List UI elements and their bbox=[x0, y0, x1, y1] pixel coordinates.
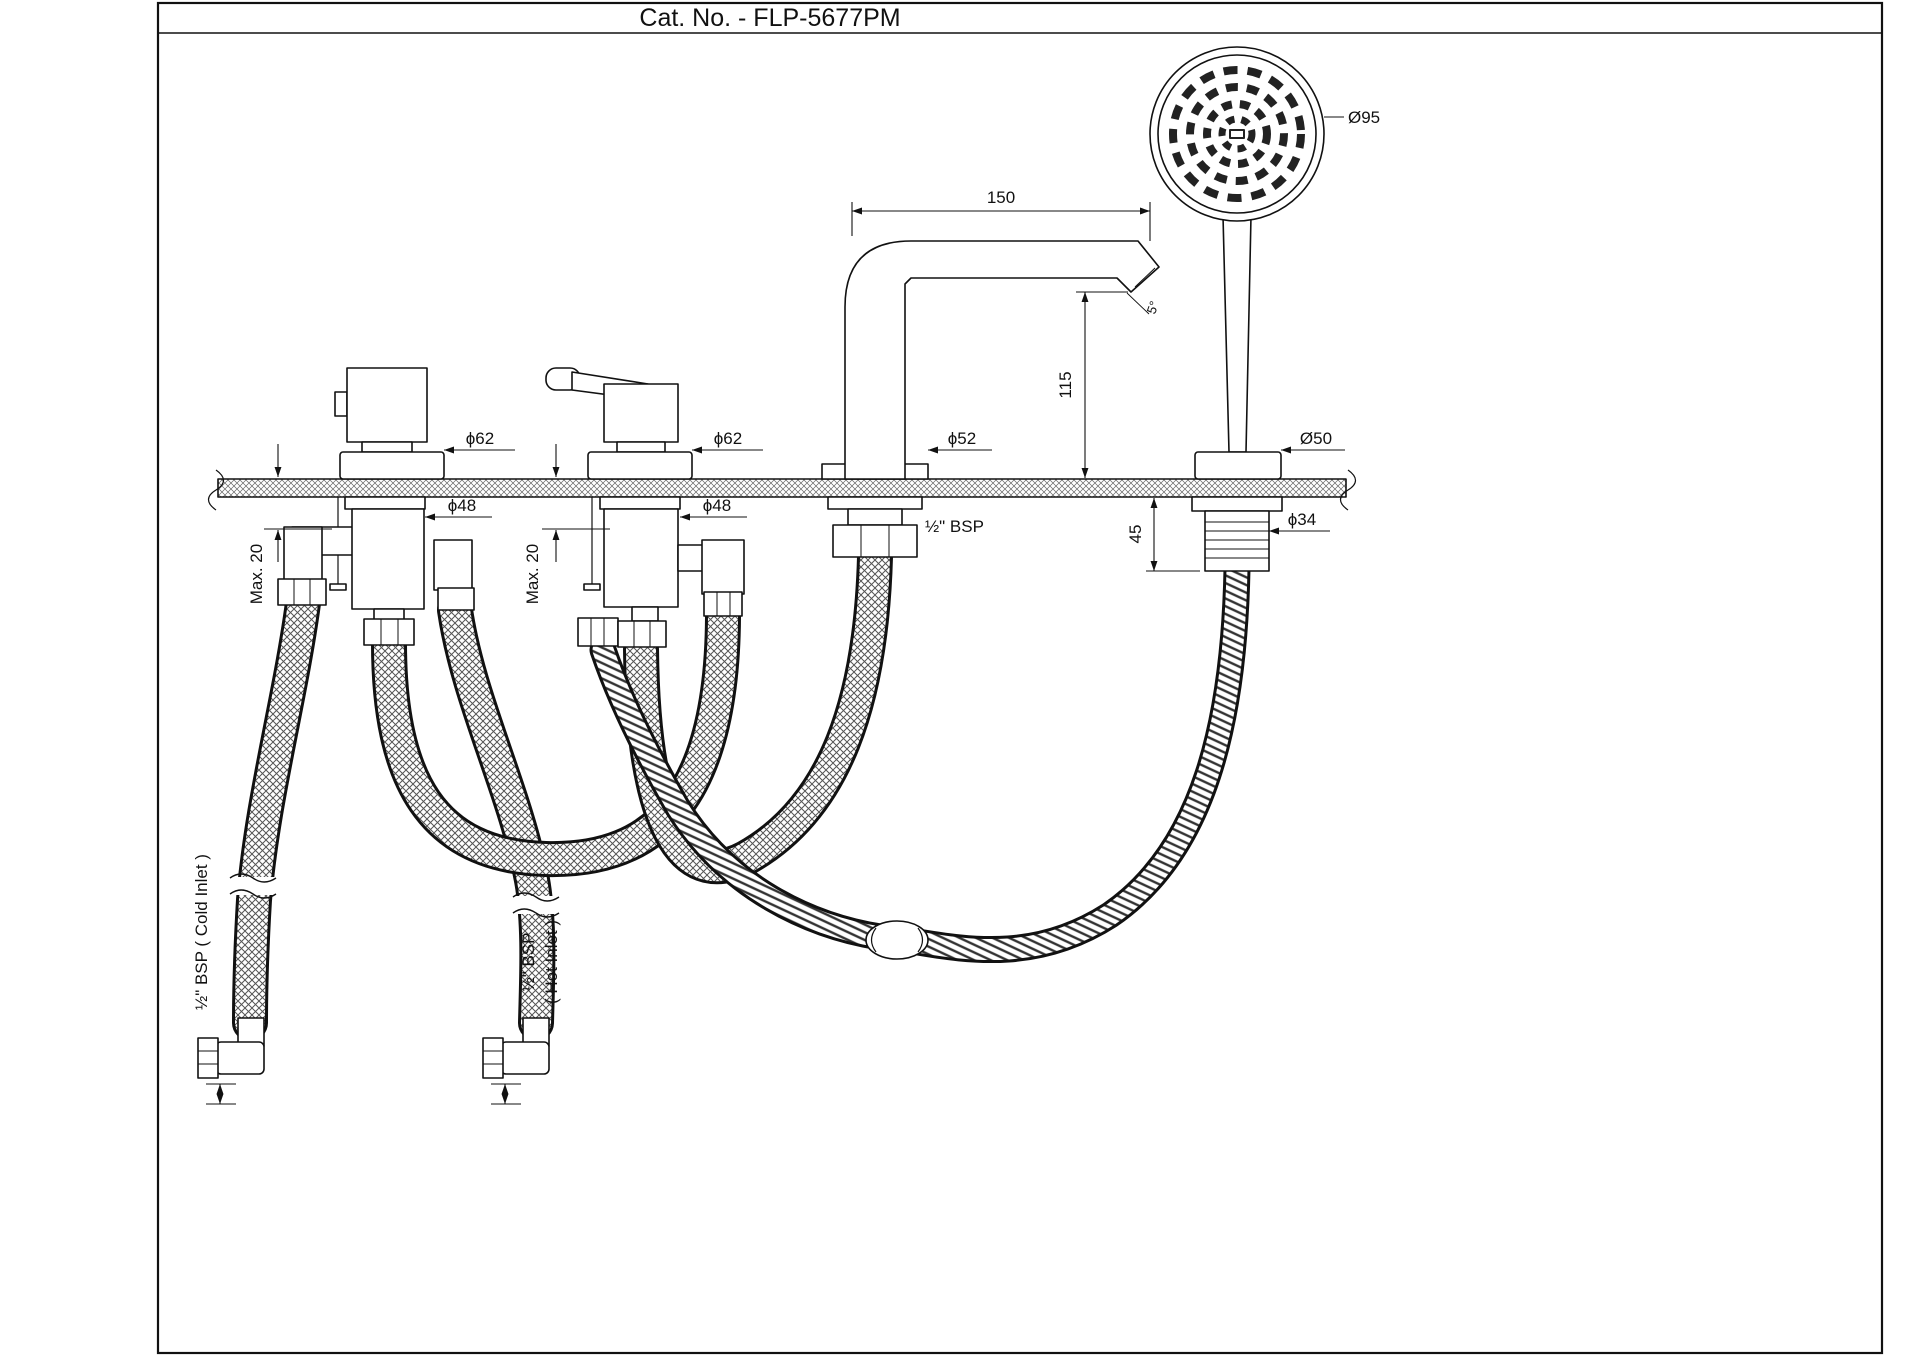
shower-hose bbox=[577, 555, 1251, 964]
sheet-frame bbox=[156, 1, 1884, 1355]
hose-break-cold bbox=[229, 873, 277, 899]
dim-spout-angle: 5° bbox=[1144, 299, 1162, 316]
mounting-deck bbox=[207, 469, 1357, 511]
hand-shower-handle bbox=[1222, 215, 1252, 453]
dim-valve2-hole-diameter: ϕ48 bbox=[703, 496, 731, 515]
label-hot-inlet-bsp: ½" BSP bbox=[519, 933, 538, 992]
cold-supply-hose bbox=[232, 585, 321, 1041]
hot-inlet-elbow bbox=[482, 1017, 550, 1079]
deck-break-right bbox=[1339, 469, 1357, 511]
dim-spout-height: 115 bbox=[1056, 371, 1075, 398]
valve1-underdeck bbox=[277, 496, 475, 646]
dim-valve1-hole-diameter: ϕ48 bbox=[448, 496, 476, 515]
hose-break-hot bbox=[512, 892, 560, 918]
inline-connector bbox=[865, 920, 929, 960]
dim-deck-max-1: Max. 20 bbox=[247, 544, 266, 604]
dimension-lines bbox=[206, 116, 1345, 1105]
hand-shower bbox=[1149, 46, 1325, 572]
catalog-number-title: Cat. No. - FLP-5677PM bbox=[639, 4, 900, 32]
dim-valve1-body-diameter: ϕ62 bbox=[466, 429, 494, 448]
dim-valve2-body-diameter: ϕ62 bbox=[714, 429, 742, 448]
connector-hose-1 bbox=[371, 599, 741, 878]
holder-shank bbox=[1204, 510, 1270, 572]
dim-holder-diameter: Ø50 bbox=[1300, 429, 1332, 448]
dim-spout-reach: 150 bbox=[987, 188, 1015, 207]
shower-holder bbox=[1194, 451, 1282, 480]
valve-1 bbox=[334, 367, 445, 480]
dimension-labels: Ø95 150 115 5° ϕ62 ϕ62 ϕ52 Ø50 ϕ48 ϕ48 ϕ… bbox=[192, 108, 1380, 1010]
label-spout-connection: ½" BSP bbox=[925, 517, 984, 536]
label-cold-inlet: ½" BSP ( Cold Inlet ) bbox=[192, 854, 211, 1010]
cold-inlet-elbow bbox=[197, 1017, 265, 1079]
deck-break-left bbox=[207, 469, 225, 511]
label-hot-inlet: ( Hot Inlet ) bbox=[542, 920, 561, 1004]
dim-spout-base-diameter: ϕ52 bbox=[948, 429, 976, 448]
dim-deck-max-2: Max. 20 bbox=[523, 544, 542, 604]
dim-holder-shank-diameter: ϕ34 bbox=[1288, 510, 1316, 529]
spout-tail bbox=[827, 496, 923, 558]
dim-shower-head-diameter: Ø95 bbox=[1348, 108, 1380, 127]
shower-hose-nut bbox=[577, 617, 619, 647]
dim-holder-shank-length: 45 bbox=[1126, 525, 1145, 544]
spout bbox=[821, 240, 1160, 480]
valve2-underdeck bbox=[583, 496, 745, 648]
valve-2 bbox=[545, 367, 693, 480]
